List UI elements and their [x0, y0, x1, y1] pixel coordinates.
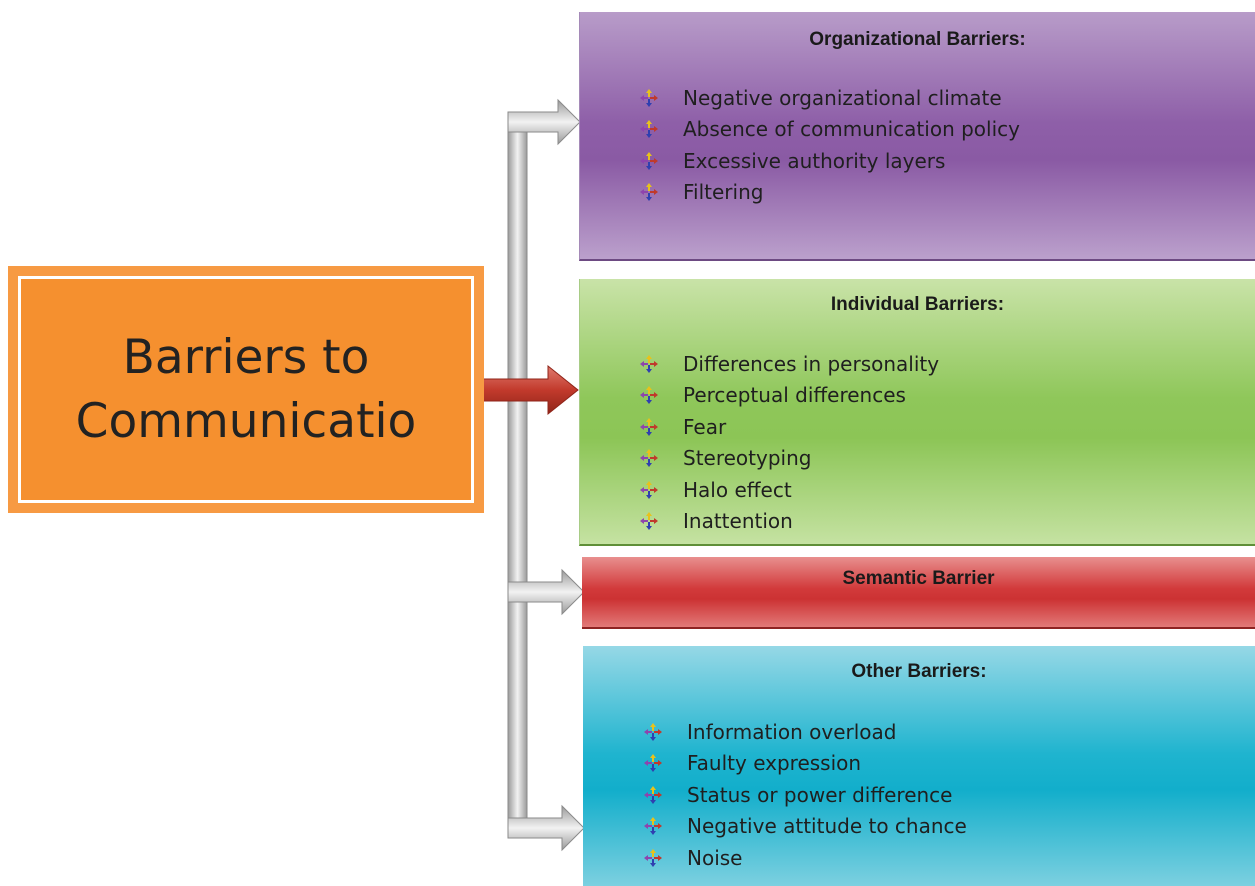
list-item: Fear [639, 411, 939, 443]
list-item: Faulty expression [643, 748, 967, 780]
list-item-label: Faulty expression [687, 751, 862, 776]
list-item: Filtering [639, 177, 1020, 209]
four-arrow-bullet-icon [640, 480, 658, 499]
individual-barriers-box: Individual Barriers: Differences in pers… [579, 279, 1255, 546]
list-item: Noise [643, 842, 967, 874]
bracket-bar [507, 113, 528, 839]
list-item: Information overload [643, 716, 967, 748]
four-arrow-bullet-icon [640, 354, 658, 373]
list-item: Inattention [639, 506, 939, 538]
list-item-label: Negative attitude to chance [687, 814, 967, 839]
connector-arrow-other [507, 804, 585, 852]
four-arrow-bullet-icon [640, 151, 658, 170]
list-item: Stereotyping [639, 443, 939, 475]
organizational-barriers-box: Organizational Barriers: Negative organi… [579, 12, 1255, 261]
four-arrow-bullet-icon [644, 754, 662, 773]
semantic-barrier-heading: Semantic Barrier [842, 568, 995, 589]
list-item-label: Negative organizational climate [683, 85, 1002, 110]
four-arrow-bullet-icon [640, 88, 658, 107]
four-arrow-bullet-icon [640, 512, 658, 531]
list-item: Perceptual differences [639, 380, 939, 412]
list-item-label: Fear [683, 414, 727, 439]
semantic-barrier-box: Semantic Barrier [582, 557, 1255, 629]
list-item-label: Noise [687, 845, 743, 870]
list-item-label: Perceptual differences [683, 383, 906, 408]
list-item: Halo effect [639, 474, 939, 506]
main-arrow [471, 364, 579, 416]
other-barriers-box: Other Barriers: Information overload Fau… [583, 646, 1255, 886]
list-item: Absence of communication policy [639, 114, 1020, 146]
four-arrow-bullet-icon [640, 417, 658, 436]
connector-arrow-organizational [507, 98, 581, 146]
list-item-label: Status or power difference [687, 782, 953, 807]
list-item: Status or power difference [643, 779, 967, 811]
list-item-label: Halo effect [683, 477, 792, 502]
list-item-label: Excessive authority layers [683, 148, 946, 173]
list-item: Differences in personality [639, 348, 939, 380]
list-item-label: Differences in personality [683, 351, 940, 376]
four-arrow-bullet-icon [644, 785, 662, 804]
other-barriers-heading: Other Barriers: [851, 661, 987, 682]
four-arrow-bullet-icon [644, 848, 662, 867]
list-item-label: Stereotyping [683, 446, 812, 471]
four-arrow-bullet-icon [640, 386, 658, 405]
organizational-barriers-list: Negative organizational climate Absence … [639, 82, 1020, 208]
individual-barriers-heading: Individual Barriers: [830, 294, 1005, 315]
main-topic-title: Barriers to Communicatio [75, 330, 417, 449]
four-arrow-bullet-icon [640, 449, 658, 468]
list-item-label: Information overload [687, 719, 897, 744]
main-topic-inner: Barriers to Communicatio [18, 276, 474, 503]
four-arrow-bullet-icon [644, 817, 662, 836]
list-item: Negative organizational climate [639, 82, 1020, 114]
four-arrow-bullet-icon [640, 120, 658, 139]
organizational-barriers-heading: Organizational Barriers: [809, 29, 1026, 50]
list-item-label: Absence of communication policy [683, 117, 1020, 142]
four-arrow-bullet-icon [640, 183, 658, 202]
connector-arrow-semantic [507, 568, 585, 616]
main-topic-box: Barriers to Communicatio [8, 266, 484, 513]
four-arrow-bullet-icon [644, 722, 662, 741]
individual-barriers-list: Differences in personality Perceptual di… [639, 348, 939, 537]
list-item: Negative attitude to chance [643, 811, 967, 843]
other-barriers-list: Information overload Faulty expression S… [643, 716, 967, 874]
list-item-label: Inattention [683, 509, 793, 534]
list-item-label: Filtering [683, 180, 764, 205]
list-item: Excessive authority layers [639, 145, 1020, 177]
